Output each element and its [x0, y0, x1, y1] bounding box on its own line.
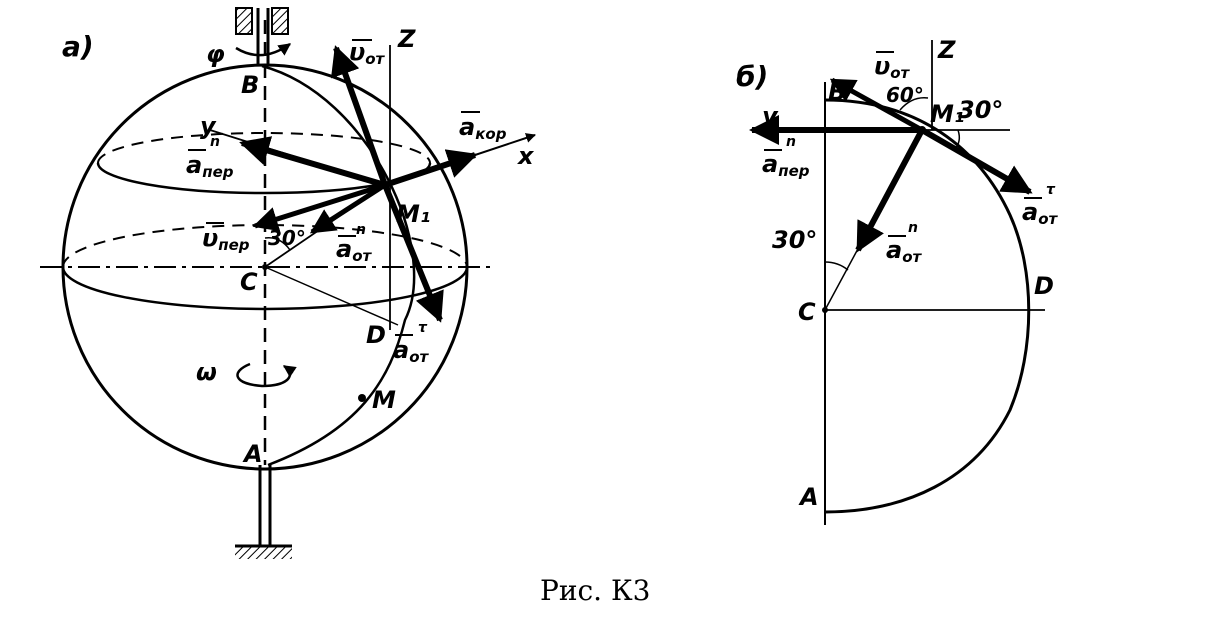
svg-text:aпер: aпер	[762, 150, 810, 180]
vector-a-cor	[384, 149, 478, 188]
label-y: y	[200, 112, 217, 140]
label-angle-a: 30°	[268, 226, 306, 250]
vector-a-rel-n-b	[855, 128, 925, 253]
svg-text:n: n	[210, 134, 220, 150]
svg-text:υпер: υпер	[202, 224, 250, 254]
point-m1	[381, 181, 389, 189]
meridian	[261, 64, 416, 467]
label-phi: φ	[206, 40, 225, 68]
label-d-b: D	[1034, 272, 1054, 300]
vector-a-rel-tau-b	[920, 127, 1033, 195]
label-omega: ω	[196, 358, 217, 386]
label-v-rel-a: υот	[349, 38, 386, 68]
svg-text:aот: aот	[393, 336, 430, 366]
vector-a-rel-n	[309, 182, 387, 235]
svg-text:τ: τ	[418, 320, 428, 336]
label-angle-60: 60°	[886, 83, 924, 107]
svg-text:υот: υот	[874, 52, 911, 82]
label-z: Z	[397, 25, 416, 53]
label-m1-b: M₁	[930, 100, 964, 128]
svg-text:n: n	[356, 222, 366, 238]
label-a: A	[242, 440, 263, 468]
semicircle-arc	[824, 98, 1031, 514]
ground-hatch	[235, 547, 292, 559]
panel-label-a: а)	[62, 30, 94, 63]
label-a-cor: aкор	[459, 111, 507, 143]
top-bearing-right	[271, 7, 289, 35]
label-v-tr: υпер	[202, 222, 250, 254]
figure-b: б) Z B y M₁ 60° 30° 30° C D A υот aпер n…	[736, 36, 1059, 525]
label-a-rel-tau-a: aот τ	[393, 320, 430, 366]
label-angle-30-top: 30°	[958, 96, 1003, 124]
panel-label-b: б)	[736, 60, 768, 93]
parallel-back	[97, 132, 431, 164]
svg-text:aот: aот	[886, 236, 923, 266]
equator-back	[62, 224, 468, 268]
label-d: D	[366, 321, 386, 349]
angle-arc-60	[899, 97, 929, 111]
label-a-rel-n-b: aот n	[886, 220, 923, 266]
label-v-rel-b: υот	[874, 51, 911, 82]
vector-a-tr-n	[239, 136, 386, 188]
svg-text:aот: aот	[336, 235, 373, 265]
vector-a-rel-tau	[382, 183, 444, 323]
label-a-rel-n-a: aот n	[336, 222, 373, 265]
svg-text:n: n	[908, 220, 918, 236]
phi-arrow-icon	[235, 42, 292, 57]
point-m	[358, 394, 366, 402]
label-a-tr-n-b: aпер n	[762, 134, 810, 180]
label-b-b: B	[828, 78, 846, 106]
point-m1-b	[918, 126, 926, 134]
vector-v-rel	[330, 45, 388, 187]
label-a-b: A	[798, 483, 819, 511]
label-angle-30-c: 30°	[772, 226, 817, 254]
figure-a: а) φ B Z y x M₁ C D M A ω 30° υот aкор a…	[40, 7, 536, 559]
label-b: B	[241, 71, 259, 99]
point-c	[262, 264, 268, 270]
top-bearing-left	[235, 7, 253, 35]
svg-text:aкор: aкор	[459, 113, 507, 143]
svg-text:n: n	[786, 134, 796, 150]
svg-text:aот: aот	[1022, 198, 1059, 228]
label-a-rel-tau-b: aот τ	[1022, 182, 1059, 228]
label-y-b: y	[762, 102, 779, 130]
svg-text:aпер: aпер	[186, 151, 234, 181]
angle-arc-30-c	[824, 261, 849, 271]
point-c-b	[822, 307, 828, 313]
svg-text:τ: τ	[1046, 182, 1056, 198]
vector-v-tr	[252, 182, 386, 232]
angle-arc-a	[264, 237, 291, 251]
label-z-b: Z	[937, 36, 956, 64]
label-c-b: C	[798, 298, 816, 326]
label-m: M	[372, 386, 396, 414]
label-a-tr-n-a: aпер n	[186, 134, 234, 181]
svg-text:υот: υот	[349, 38, 386, 68]
figure-caption: Рис. К3	[540, 574, 650, 607]
omega-arrow-icon	[236, 362, 297, 388]
label-c: C	[240, 268, 258, 296]
vector-v-rel-b	[829, 77, 924, 133]
line-c-d	[264, 266, 399, 326]
label-m1: M₁	[396, 200, 430, 228]
label-x: x	[517, 142, 535, 170]
